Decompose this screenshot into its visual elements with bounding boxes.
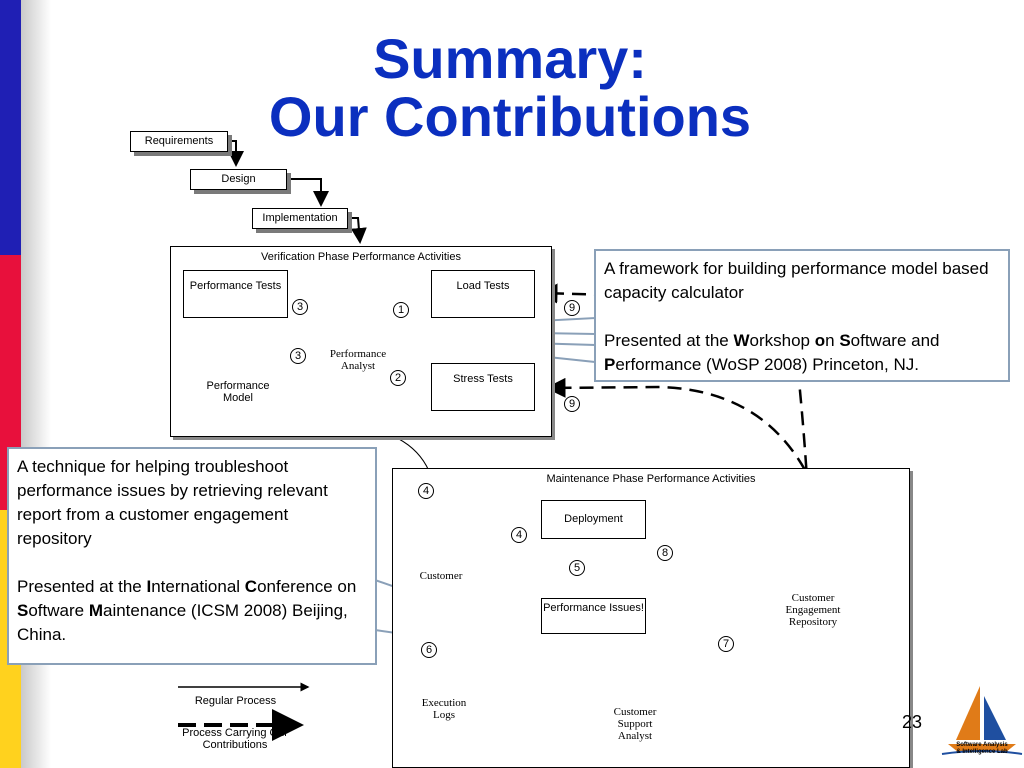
step-4a: 4 xyxy=(418,483,434,499)
maintenance-frame-title: Maintenance Phase Performance Activities xyxy=(546,473,756,485)
callout-technique-text: A technique for helping troubleshoot per… xyxy=(17,457,328,548)
logo-text: Software Analysis & Intelligence Lab xyxy=(956,742,1008,755)
step-6: 6 xyxy=(421,642,437,658)
callout-technique: A technique for helping troubleshoot per… xyxy=(7,447,377,665)
step-8: 8 xyxy=(657,545,673,561)
design-box: Design xyxy=(190,169,287,190)
callout-framework-venue: Presented at the Workshop on Software an… xyxy=(604,331,940,374)
maintenance-frame xyxy=(392,468,910,768)
performance-tests-box: Performance Tests xyxy=(183,270,288,318)
repository-label: Customer Engagement Repository xyxy=(785,592,841,628)
step-9a: 9 xyxy=(564,300,580,316)
title-line-1: Summary: xyxy=(373,27,647,90)
step-5: 5 xyxy=(569,560,585,576)
legend-contribution-process: Process Carrying Our Contributions xyxy=(182,727,288,751)
callout-framework: A framework for building performance mod… xyxy=(594,249,1010,382)
title-line-2: Our Contributions xyxy=(268,85,752,148)
customer-label: Customer xyxy=(419,570,463,582)
callout-technique-venue: Presented at the International Conferenc… xyxy=(17,577,357,644)
sailboat-icon xyxy=(941,686,1023,755)
performance-model-label: Performance Model xyxy=(206,380,270,404)
slide-title: Summary: Our Contributions xyxy=(200,30,820,146)
step-4b: 4 xyxy=(511,527,527,543)
performance-analyst-label: Performance Analyst xyxy=(329,348,387,372)
step-9b: 9 xyxy=(564,396,580,412)
step-7: 7 xyxy=(718,636,734,652)
requirements-box: Requirements xyxy=(130,131,228,152)
step-1: 1 xyxy=(393,302,409,318)
execution-logs-label: Execution Logs xyxy=(421,697,467,721)
legend-regular-process: Regular Process xyxy=(194,695,277,707)
support-analyst-label: Customer Support Analyst xyxy=(613,706,657,742)
load-tests-box: Load Tests xyxy=(431,270,535,318)
page-number: 23 xyxy=(902,712,923,732)
step-3b: 3 xyxy=(290,348,306,364)
deployment-box: Deployment xyxy=(541,500,646,539)
verification-frame-title: Verification Phase Performance Activitie… xyxy=(261,251,461,263)
callout-framework-text: A framework for building performance mod… xyxy=(604,259,989,302)
stress-tests-box: Stress Tests xyxy=(431,363,535,411)
performance-issues-box: Performance Issues! xyxy=(541,598,646,634)
step-3a: 3 xyxy=(292,299,308,315)
lab-logo: Software Analysis & Intelligence Lab xyxy=(940,682,1024,768)
step-2: 2 xyxy=(390,370,406,386)
implementation-box: Implementation xyxy=(252,208,348,229)
